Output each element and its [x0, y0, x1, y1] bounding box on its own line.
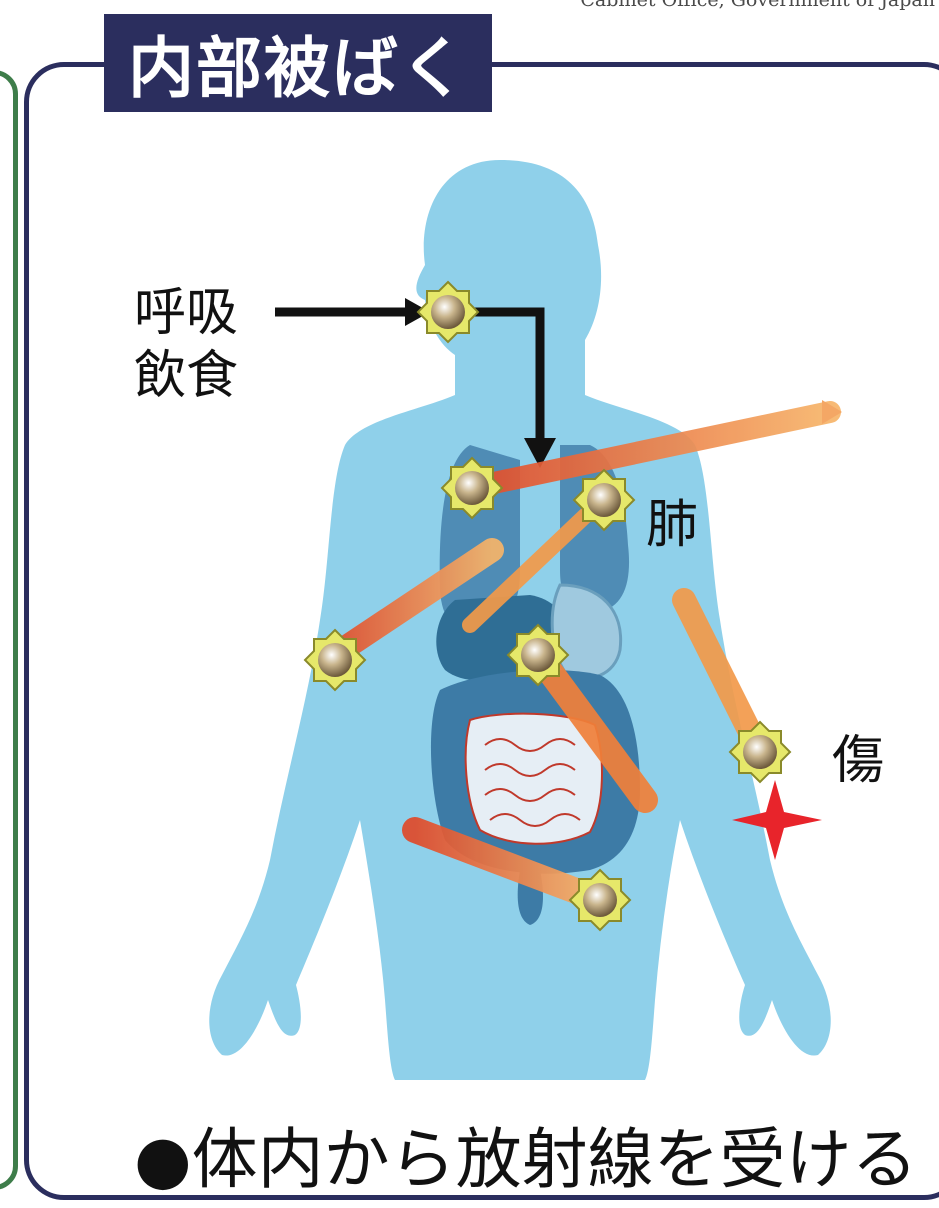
radiation-source-icon	[574, 470, 634, 530]
radiation-source-icon	[418, 282, 478, 342]
intake-label-line2: 飲食	[134, 345, 238, 408]
caption: ●体内から放射線を受ける	[134, 1106, 918, 1202]
radiation-source-icon	[442, 458, 502, 518]
page-title: 内部被ばく	[128, 15, 468, 111]
title-banner: 内部被ばく	[104, 14, 492, 112]
wound-label: 傷	[832, 730, 884, 793]
intake-label: 呼吸 飲食	[134, 282, 238, 409]
radiation-source-icon	[570, 870, 630, 930]
lungs-label: 肺	[646, 494, 698, 557]
radiation-source-icon	[305, 630, 365, 690]
intake-label-line1: 呼吸	[134, 282, 238, 345]
radiation-source-icon	[730, 722, 790, 782]
radiation-source-icon	[508, 625, 568, 685]
